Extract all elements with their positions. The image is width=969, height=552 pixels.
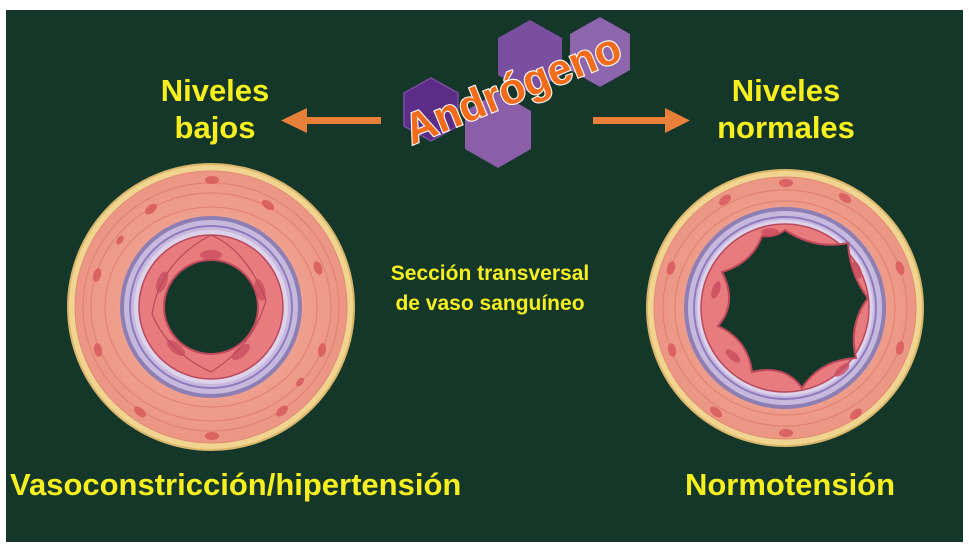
right-outcome-label: Normotensión bbox=[680, 467, 900, 503]
left-outcome-label: Vasoconstricción/hipertensión bbox=[10, 467, 460, 503]
left-level-label: Niveles bajos bbox=[140, 72, 290, 146]
cross-section-line-1: Sección transversal bbox=[355, 259, 625, 289]
vessel-constricted bbox=[68, 164, 354, 450]
left-level-line-1: Niveles bbox=[140, 72, 290, 109]
left-level-line-2: bajos bbox=[140, 109, 290, 146]
right-level-line-2: normales bbox=[696, 109, 876, 146]
cross-section-caption: Sección transversal de vaso sanguíneo bbox=[355, 259, 625, 319]
cross-section-line-2: de vaso sanguíneo bbox=[355, 289, 625, 319]
arrow-left-icon bbox=[281, 108, 381, 133]
right-level-line-1: Niveles bbox=[696, 72, 876, 109]
right-level-label: Niveles normales bbox=[696, 72, 876, 146]
arrow-right-icon bbox=[593, 108, 690, 133]
vessel-normal bbox=[647, 170, 923, 446]
